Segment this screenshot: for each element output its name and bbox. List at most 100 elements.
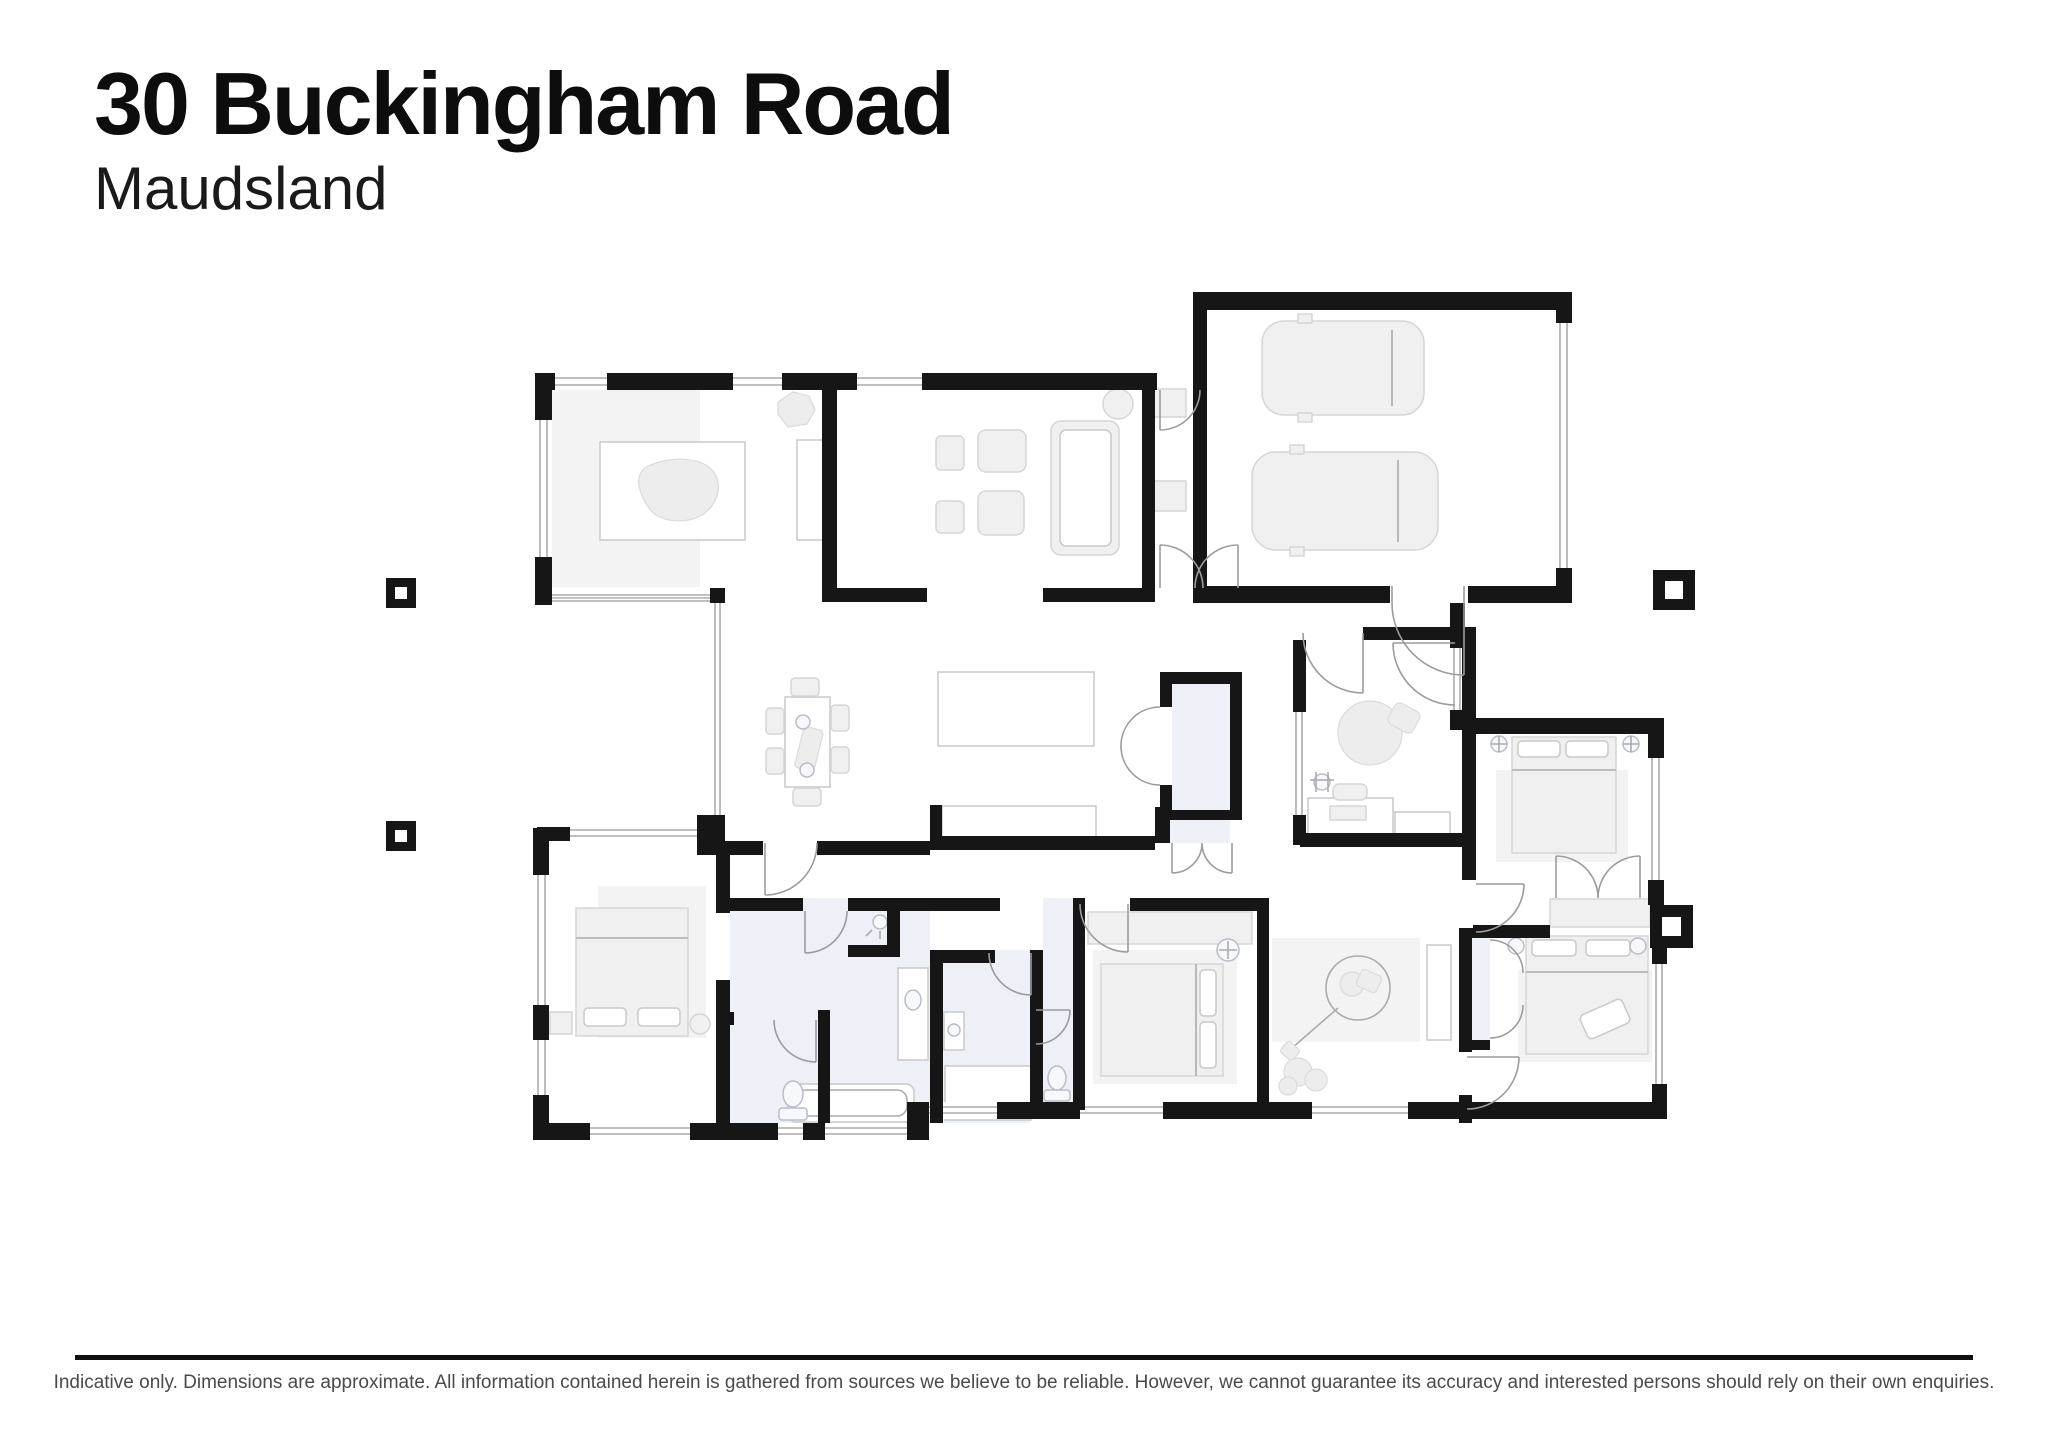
study-door — [1302, 632, 1364, 694]
ottoman — [935, 500, 965, 534]
place-setting-icon — [799, 762, 815, 778]
pillow — [1199, 1021, 1217, 1069]
toilet-icon — [782, 1080, 804, 1108]
basin-icon — [904, 989, 922, 1011]
bedroom-3 — [1087, 911, 1253, 1084]
glass-wall — [714, 603, 721, 815]
cushion — [1579, 998, 1631, 1040]
ottoman — [935, 435, 965, 471]
footer-divider — [75, 1355, 1973, 1360]
windows — [533, 323, 1667, 1140]
hall-door — [1392, 642, 1456, 706]
car-mirror-icon — [1297, 313, 1313, 324]
play-circle — [1325, 955, 1391, 1021]
pillow — [1517, 740, 1561, 758]
bookcase — [1426, 944, 1452, 1041]
disclaimer-text: Indicative only. Dimensions are approxim… — [53, 1372, 1995, 1393]
pillow — [1531, 939, 1577, 957]
dining-area — [765, 677, 850, 807]
dining-chair — [830, 704, 850, 732]
armchair — [777, 391, 816, 428]
hall-door — [764, 842, 818, 896]
robe-cabinet — [796, 439, 824, 541]
robot-toy-icon — [1313, 773, 1331, 791]
page-title: 30 Buckingham Road — [94, 54, 955, 153]
low-cabinet — [1394, 811, 1451, 836]
island-bench — [937, 671, 1095, 747]
tv-cabinet — [1153, 480, 1187, 512]
robe-floor — [1472, 938, 1490, 1040]
entry-double-doors — [1159, 544, 1239, 589]
pillow — [1199, 969, 1217, 1017]
plant — [1278, 1076, 1298, 1096]
pantry-bifold-doors — [1120, 706, 1161, 786]
toilet-icon — [1047, 1065, 1067, 1091]
bedroom-right-middle — [1490, 735, 1651, 928]
bedroom-2 — [549, 886, 711, 1038]
toy-block — [1355, 968, 1383, 994]
pantry-double-doors — [1171, 842, 1233, 874]
armchair — [977, 490, 1025, 536]
sofa-seat — [1059, 429, 1112, 547]
kitchen — [937, 671, 1097, 839]
dining-chair — [830, 746, 850, 774]
study — [1307, 700, 1451, 836]
rumpus — [1272, 938, 1452, 1096]
kitchen-counter — [941, 805, 1097, 839]
bedroom-door — [1466, 1056, 1520, 1110]
armchair — [977, 429, 1027, 473]
built-in-robe — [1549, 898, 1651, 928]
computer-icon — [1329, 805, 1367, 821]
car — [1261, 320, 1425, 416]
plan-header: 30 Buckingham Road Maudsland — [94, 54, 955, 223]
bedside-table — [689, 1013, 711, 1035]
bedside-lamp-icon — [1629, 937, 1647, 955]
shower-icon — [872, 914, 888, 930]
pantry-vestibule-floor — [1170, 820, 1230, 843]
front-door — [1159, 389, 1201, 431]
garage-internal-door — [1391, 586, 1465, 676]
car — [1251, 451, 1439, 551]
egg-chair — [1337, 700, 1403, 766]
media-room — [935, 388, 1187, 556]
dining-chair — [790, 677, 820, 697]
shower-room-door — [804, 910, 848, 954]
lamp-petals — [1491, 736, 1507, 752]
robe-bifold-doors — [1489, 939, 1524, 1039]
plant — [1304, 1068, 1328, 1092]
car-mirror-icon — [1289, 546, 1305, 557]
wardrobe — [1087, 911, 1253, 945]
garage — [1251, 313, 1439, 557]
robot-toy-arms — [1310, 772, 1334, 792]
laundry-door — [988, 952, 1032, 996]
bed-throw — [638, 458, 719, 522]
pillow — [637, 1007, 681, 1027]
pillow — [1585, 939, 1631, 957]
pantry-floor — [1172, 684, 1230, 810]
toy-guitar-body — [1279, 1041, 1301, 1061]
toy-guitar-neck — [1291, 1007, 1339, 1049]
bedroom-bottom-right — [1507, 935, 1652, 1062]
master-bedroom — [552, 389, 824, 587]
lamp-petals — [1623, 736, 1639, 752]
dining-chair — [765, 707, 785, 735]
desk-chair — [1332, 783, 1368, 801]
page-subtitle: Maudsland — [94, 155, 388, 223]
toilet-icon — [1043, 1089, 1071, 1102]
car-mirror-icon — [1289, 444, 1305, 455]
footstool — [1387, 702, 1421, 734]
bedside-table — [549, 1011, 573, 1035]
porch-posts — [386, 570, 1695, 948]
side-table — [1102, 388, 1134, 420]
toilet-icon — [778, 1107, 808, 1121]
wc2-door — [1035, 1009, 1071, 1045]
wc-door — [773, 1019, 817, 1063]
bedroom-door — [1475, 883, 1525, 933]
pillow — [583, 1007, 627, 1027]
garage-door-panel — [1559, 323, 1568, 568]
wardrobe-doors — [1555, 855, 1641, 899]
ceiling-fan-blades — [1219, 941, 1237, 959]
dining-chair — [765, 747, 785, 775]
tub-basin-icon — [947, 1023, 961, 1037]
